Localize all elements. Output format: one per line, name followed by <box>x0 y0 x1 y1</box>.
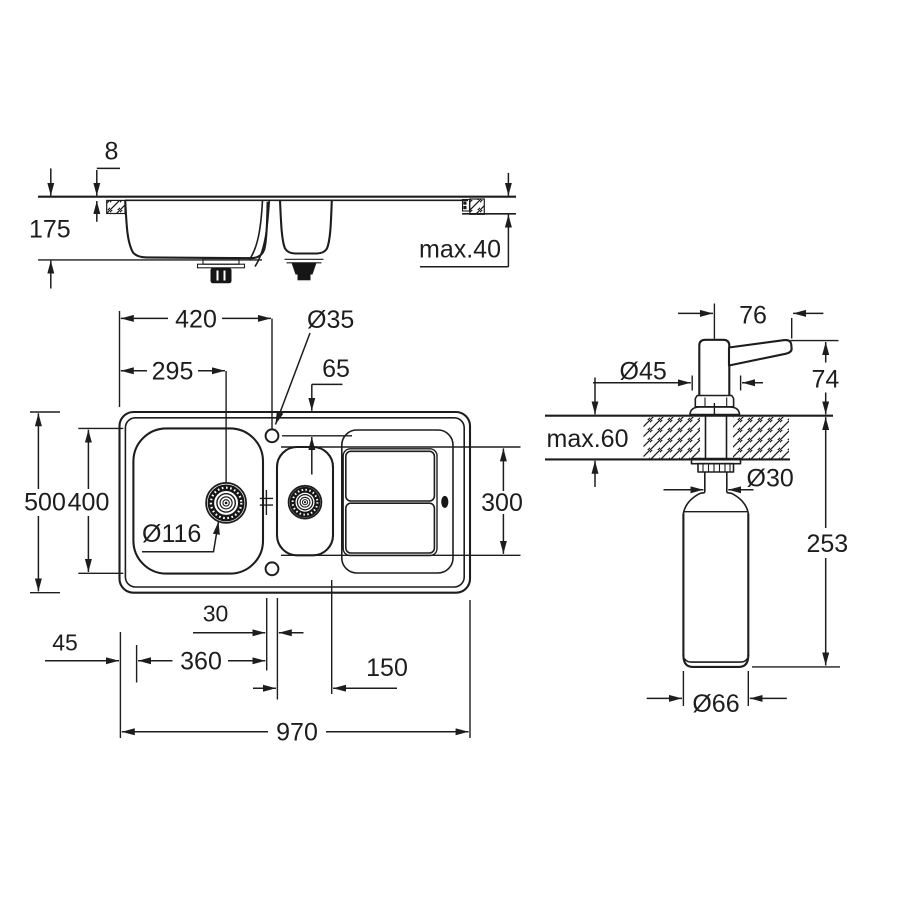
main-drain-knob <box>210 267 232 284</box>
dim-drainer-depth: 300 <box>481 489 523 517</box>
bottle-sides <box>682 513 750 656</box>
pump-spout <box>727 338 793 367</box>
drainboard-panel-top <box>344 450 436 502</box>
shank-below-counter <box>704 472 728 493</box>
hole-leader-arrow <box>274 332 311 425</box>
dim-left-to-hole: 420 <box>175 306 217 334</box>
main-drain-plate <box>196 263 246 269</box>
overflow-mark <box>259 490 273 515</box>
dim-left-to-drain: 295 <box>152 358 194 386</box>
clamp-detail <box>463 201 467 205</box>
escutcheon-flange <box>689 406 741 416</box>
dim-small-bowl-width: 150 <box>366 654 408 682</box>
main-bowl-section <box>124 200 269 260</box>
locknut-knurls <box>702 463 731 472</box>
drainboard-outline <box>340 429 454 574</box>
drainboard-panel-bottom <box>344 502 436 554</box>
sink-outer-outline <box>118 410 472 594</box>
bottle-bottom-seam <box>683 658 749 663</box>
sink-inner-rim <box>124 416 465 588</box>
main-bowl <box>132 427 265 575</box>
drain-leader-arrow <box>142 521 220 553</box>
dim-drain-dia: Ø116 <box>142 520 201 548</box>
dim-bowl-depth: 175 <box>29 216 71 244</box>
drain-knob-slit <box>223 270 226 281</box>
hex-facets <box>704 397 728 407</box>
dim-shank-dia: Ø30 <box>747 465 794 493</box>
dim-bowl-gap: 30 <box>203 601 229 627</box>
dim-main-bowl-width: 360 <box>180 648 222 676</box>
small-drain-flange <box>284 258 324 264</box>
dim-hole-dia: Ø35 <box>307 306 354 334</box>
dim-bowl-zone-depth: 400 <box>68 489 110 517</box>
locknut <box>697 462 735 473</box>
pump-head <box>698 338 731 396</box>
dim-counter-thickness: max.40 <box>419 236 501 264</box>
bottle-neck <box>682 491 750 514</box>
dim-300-ext <box>281 446 521 556</box>
drain-knob-slit <box>216 270 219 281</box>
dim-66dia-ext <box>682 671 749 706</box>
small-drain-strainer <box>287 484 323 520</box>
small-drain-foot <box>297 274 311 281</box>
dim-below-counter-height: 253 <box>807 530 849 558</box>
top-view: 420 Ø35 295 65 500 400 Ø116 300 <box>24 306 523 747</box>
dim-bottle-dia: Ø66 <box>692 690 739 718</box>
faucet-hole-top <box>264 428 280 444</box>
drainboard-inner-border <box>342 448 438 557</box>
dim-base-dia: Ø45 <box>620 358 667 386</box>
side-view: 8 175 max.40 <box>29 138 516 289</box>
dim-overall-width: 970 <box>276 719 318 747</box>
dim-hole-offset: 65 <box>322 355 350 383</box>
fastening-clamp <box>461 198 471 212</box>
clamp-detail <box>463 206 467 210</box>
small-drain-basket <box>291 262 317 275</box>
dim-edge-offset: 45 <box>52 630 78 656</box>
dim-head-height: 74 <box>812 366 840 394</box>
drainboard-drain-notch <box>441 495 449 508</box>
bottom-extension-lines <box>119 580 471 738</box>
dim-400-ext <box>78 427 124 574</box>
counter-hatch-right <box>733 417 789 459</box>
shank-through-counter <box>704 414 728 459</box>
dim-overall-depth: 500 <box>24 489 66 517</box>
bottle-bottom <box>682 654 750 668</box>
main-drain-strainer <box>205 481 248 524</box>
dim-rim-height: 8 <box>105 138 119 166</box>
overflow-pipe <box>254 200 271 267</box>
dim-45dia-ext <box>691 375 742 391</box>
counter-hatch-right <box>469 198 485 215</box>
dim-500-ext <box>30 411 60 594</box>
dispenser-view: 76 Ø45 74 max.60 Ø30 253 Ø66 <box>545 302 849 718</box>
faucet-hole-bottom <box>264 561 280 577</box>
dim-spout-reach: 76 <box>739 302 767 330</box>
overflow-pipe <box>248 200 264 260</box>
small-bowl-section <box>278 200 333 255</box>
counter-hatch-left <box>643 417 700 459</box>
counter-hatch-left <box>106 199 126 215</box>
dim-counter-max: max.60 <box>547 425 629 453</box>
